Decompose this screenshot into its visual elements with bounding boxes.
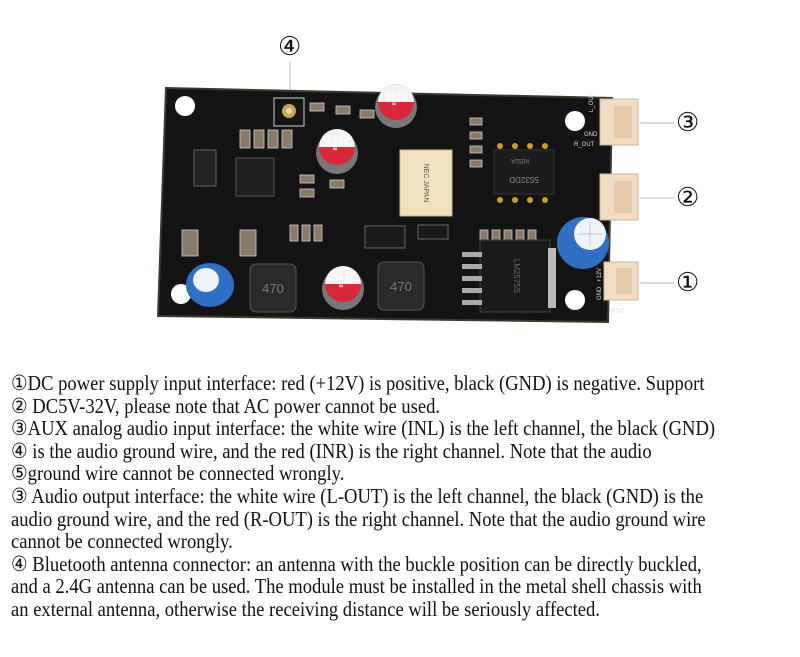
cap-marking: FP xyxy=(384,92,390,99)
description-line: cannot be connected wrongly. xyxy=(11,529,233,554)
opamp-label: 5532DD xyxy=(509,175,539,184)
callout-audio-output: ③ xyxy=(676,108,700,138)
mounting-hole xyxy=(171,284,191,304)
mounting-hole xyxy=(565,111,585,131)
cap-marking: 681 xyxy=(396,92,402,101)
aux-input-connector xyxy=(599,173,639,221)
label-gnd: GND xyxy=(584,132,598,138)
dc-input-connector xyxy=(603,261,639,301)
description-line: ④ is the audio ground wire, and the red … xyxy=(11,438,652,463)
inductor-label: 470 xyxy=(262,281,284,296)
inductor xyxy=(377,261,425,311)
description-line: an external antenna, otherwise the recei… xyxy=(11,596,600,621)
crystal xyxy=(193,149,217,187)
opamp-chip xyxy=(493,149,555,195)
description-line: and a 2.4G antenna can be used. The modu… xyxy=(11,574,702,599)
label-dcin: DCIN xyxy=(609,306,624,312)
cap-marking: 6.3 xyxy=(349,274,355,282)
circuit-board: NEC JAPAN 5532DD K052A LM2575S 470 470 F… xyxy=(156,84,614,324)
description-line: ⑤ground wire cannot be connected wrongly… xyxy=(11,461,345,486)
opamp-code-label: K052A xyxy=(511,157,529,163)
capacitor-blue xyxy=(557,217,609,269)
cap-marking: FP xyxy=(331,274,337,281)
label-12v: +12V xyxy=(597,268,603,282)
description-text: ①DC power supply input interface: red (+… xyxy=(11,372,715,621)
cap-marking: 681 xyxy=(343,274,349,283)
description-line: ② DC5V-32V, please note that AC power ca… xyxy=(11,393,441,418)
cap-marking: 6.3 xyxy=(402,92,408,100)
relay xyxy=(399,149,453,217)
label-r-out: R_OUT xyxy=(574,142,595,148)
diode xyxy=(364,225,406,249)
capacitor-red: FP 4ZC8 681 6.3 xyxy=(316,129,358,174)
antenna-connector xyxy=(273,97,305,127)
callout-dc-input: ① xyxy=(676,268,700,298)
description-line: ④ Bluetooth antenna connector: an antenn… xyxy=(11,551,702,576)
callout-antenna: ④ xyxy=(278,32,302,62)
cap-marking: 4ZC8 xyxy=(390,92,396,105)
cap-marking: FP xyxy=(325,137,331,144)
capacitor-blue xyxy=(186,263,234,307)
description-line: ③ Audio output interface: the white wire… xyxy=(11,483,704,508)
callout-aux-input: ② xyxy=(676,183,700,213)
label-l-out: L_OUT xyxy=(589,92,595,112)
mounting-hole xyxy=(175,96,195,116)
audio-output-connector xyxy=(599,98,639,146)
description-line: ③AUX analog audio input interface: the w… xyxy=(11,416,716,441)
regulator-label: LM2575S xyxy=(512,259,521,293)
bluetooth-chip xyxy=(235,157,275,197)
pcb-photo: NEC JAPAN 5532DD K052A LM2575S 470 470 F… xyxy=(156,62,674,324)
cap-marking: 681 xyxy=(337,137,343,146)
inductor xyxy=(249,263,297,313)
capacitor-red: FP 4ZC8 681 6.3 xyxy=(375,84,417,128)
label-gnd-dc: GND xyxy=(597,286,603,300)
description-line: ①DC power supply input interface: red (+… xyxy=(11,371,705,395)
cap-marking: 4ZC8 xyxy=(331,137,337,150)
regulator-chip xyxy=(479,239,551,313)
cap-marking: 6.3 xyxy=(343,137,349,145)
inductor-label: 470 xyxy=(390,279,412,294)
mounting-hole xyxy=(565,290,585,310)
relay-label: NEC JAPAN xyxy=(422,164,429,203)
cap-marking: 4ZC8 xyxy=(337,274,343,287)
capacitor-red: FP 4ZC8 681 6.3 xyxy=(322,266,364,310)
description-line: audio ground wire, and the red (R-OUT) i… xyxy=(11,506,706,531)
